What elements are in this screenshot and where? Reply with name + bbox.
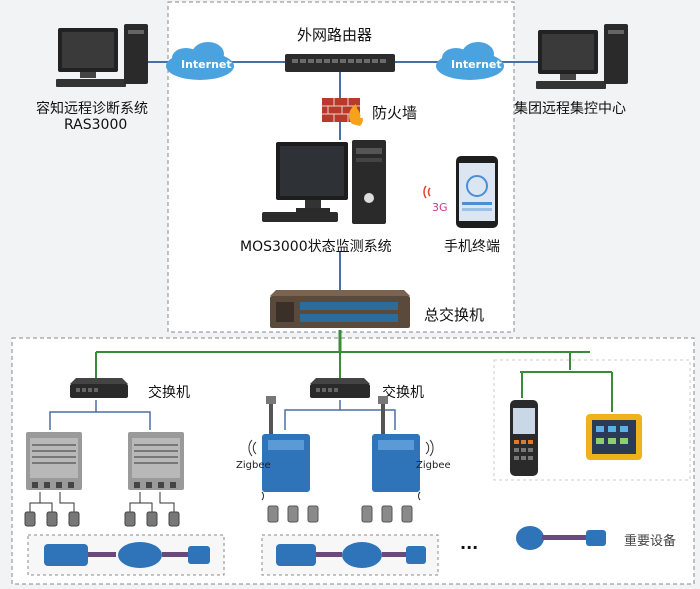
mobile-3g-label: 3G <box>432 201 448 214</box>
mid-switch-label: 交换机 <box>382 385 424 401</box>
ellipsis-label: ··· <box>460 538 479 557</box>
zigbee-right-label: Zigbee <box>416 460 451 471</box>
link-lswitch-c1 <box>49 400 97 430</box>
firewall-label: 防火墙 <box>372 104 418 122</box>
internet-right-label: Internet <box>451 58 502 71</box>
mobile-terminal-label: 手机终端 <box>444 239 500 255</box>
left-switch-label: 交换机 <box>148 385 190 401</box>
remote-diagnosis-label: 容知远程诊断系统 <box>36 101 148 117</box>
outer-router-label: 外网路由器 <box>297 26 373 44</box>
group-center-label: 集团远程集控中心 <box>514 101 626 117</box>
main-switch-label: 总交换机 <box>424 306 485 324</box>
remote-diagnosis-model-label: RAS3000 <box>64 117 128 133</box>
link-mswitch-z2 <box>340 409 396 430</box>
important-equipment-label: 重要设备 <box>624 534 677 549</box>
internet-left-label: Internet <box>181 58 232 71</box>
sensor-wiring-left <box>29 492 175 512</box>
link-lswitch-c2 <box>96 411 151 430</box>
zigbee-left-label: Zigbee <box>236 460 271 471</box>
mos-system-label: MOS3000状态监测系统 <box>240 239 392 255</box>
link-mswitch-z1 <box>284 400 341 430</box>
